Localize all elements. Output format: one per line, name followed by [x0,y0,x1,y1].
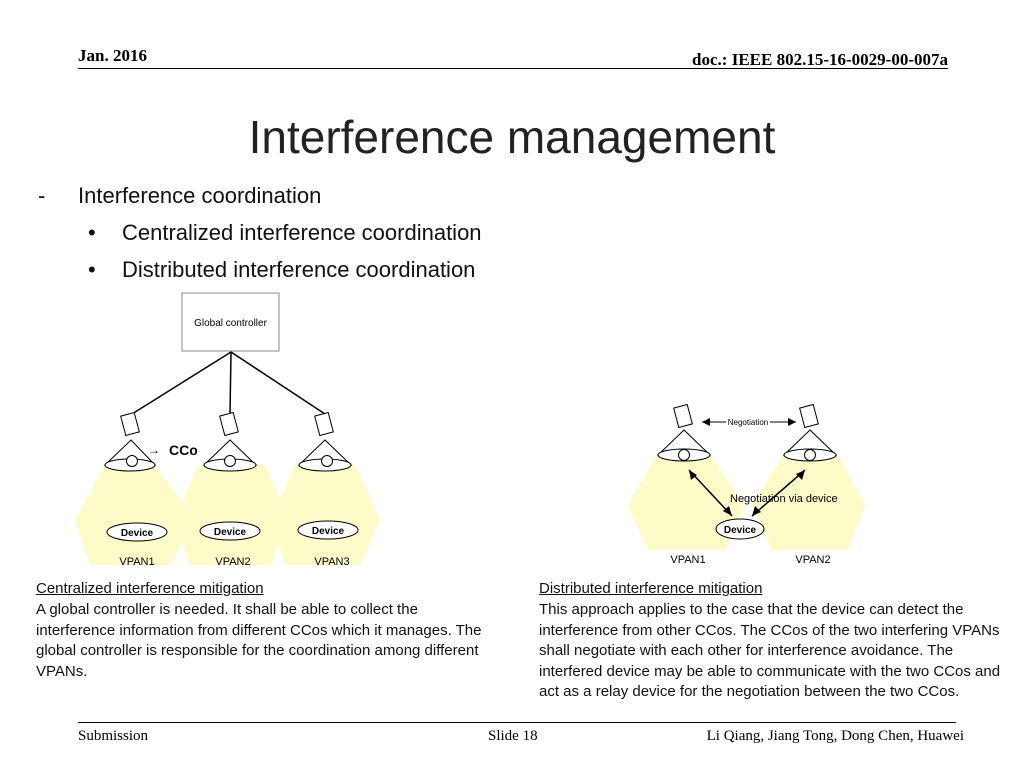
bullet-dot: • [88,257,96,282]
footer-authors: Li Qiang, Jiang Tong, Dong Chen, Huawei [706,728,964,744]
link-cco2-device [751,469,806,517]
beam-vpan3 [272,465,380,565]
beam-vpan2 [752,455,865,550]
footer-rule [78,722,956,723]
cco-lamp-1 [103,411,157,472]
beam-vpan1 [628,455,745,550]
arrowhead-icon [723,506,732,516]
cco-lamp-3 [297,411,353,472]
device-label: Device [312,526,345,537]
distributed-caption-title: Distributed interference mitigation [539,580,763,597]
device-vpan3 [297,520,359,540]
bullet-dot: • [88,220,96,245]
header-doc-id: doc.: IEEE 802.15-16-0029-00-007a [692,50,948,69]
bullet-centralized: Centralized interference coordination [122,220,482,245]
vpan-label: VPAN2 [795,554,830,566]
bullet-distributed: Distributed interference coordination [122,257,476,282]
arrowhead-icon [796,470,805,480]
vpan-label: VPAN2 [215,556,250,568]
arrowhead-left-icon [702,418,710,426]
device-label: Device [724,525,757,536]
device-shared [715,518,765,540]
device-vpan1 [106,522,168,542]
bullet-dash: - [38,183,46,208]
global-controller-box [181,292,280,352]
cco-label: CCo [169,442,198,458]
cco-lamp-2 [202,411,258,472]
global-controller-label: Global controller [194,318,267,329]
beam-vpan1 [75,465,195,565]
arrowhead-icon [689,470,697,480]
cco-lamp-1 [656,403,712,462]
link-vpan3 [230,351,326,415]
centralized-caption-text: A global controller is needed. It shall … [36,601,482,680]
arrowhead-right-icon [788,418,796,426]
device-label: Device [121,528,154,539]
centralized-caption-title: Centralized interference mitigation [36,580,264,597]
link-vpan2 [229,351,232,415]
beam-vpan2 [175,465,290,565]
link-vpan1 [131,351,232,415]
vpan-label: VPAN1 [119,556,154,568]
negotiation-via-device-label: Negotiation via device [730,493,838,505]
footer-slide-number: Slide 18 [488,728,538,744]
distributed-caption-text: This approach applies to the case that t… [539,601,1001,700]
cco-lamp-2 [782,403,838,462]
header-date: Jan. 2016 [78,46,147,65]
arrowhead-icon [752,506,761,516]
device-vpan2 [199,521,261,541]
negotiation-label: Negotiation [728,418,768,427]
slide-title: Interference management [248,111,776,163]
footer-submission: Submission [78,728,149,744]
vpan-label: VPAN3 [314,556,349,568]
cco-arrow-icon: → [148,443,160,457]
link-cco1-device [688,469,733,517]
bullet-interference-coordination: Interference coordination [78,183,322,208]
vpan-label: VPAN1 [670,554,705,566]
device-label: Device [214,527,247,538]
negotiation-label-bg [726,416,770,427]
header-rule [78,68,948,69]
